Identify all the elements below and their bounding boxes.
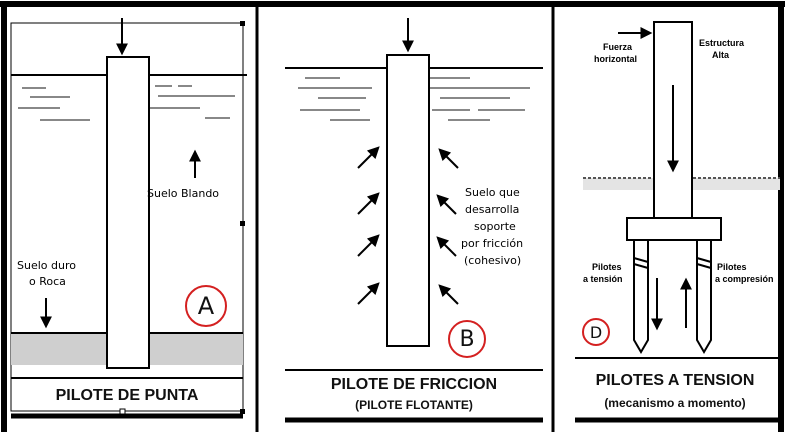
tension-pile	[633, 239, 649, 354]
subcaption-d: (mecanismo a momento)	[604, 396, 746, 410]
label-compression-1: Pilotes	[717, 262, 747, 272]
badge-a: A	[185, 285, 227, 327]
pile-cap	[626, 217, 722, 241]
label-tension-2: a tensión	[583, 274, 623, 284]
compression-pile	[696, 239, 712, 354]
label-friction-4: por fricción	[461, 237, 524, 250]
label-structure-1: Estructura	[699, 38, 745, 48]
caption-d: PILOTES A TENSION	[595, 372, 755, 389]
subcaption-b: (PILOTE FLOTANTE)	[355, 398, 473, 412]
caption-b: PILOTE DE FRICCION	[330, 376, 498, 393]
label-structure-2: Alta	[712, 50, 730, 60]
label-friction-1: Suelo que	[465, 186, 520, 199]
label-friction-5: (cohesivo)	[464, 254, 522, 267]
caption-a: PILOTE DE PUNTA	[55, 387, 199, 404]
label-tension-1: Pilotes	[592, 262, 622, 272]
label-compression-2: a compresión	[715, 274, 774, 284]
badge-d: D	[582, 318, 610, 346]
label-friction-3: soporte	[474, 220, 516, 233]
friction-arrows-right	[436, 148, 459, 305]
badge-b: B	[448, 320, 486, 358]
soft-soil-hatching	[18, 85, 235, 121]
panel-b	[285, 18, 543, 423]
label-force-1: Fuerza	[603, 42, 633, 52]
friction-arrows-left	[357, 146, 380, 305]
panel-d	[575, 21, 780, 423]
panel-a	[10, 18, 247, 419]
soil-hatching	[298, 77, 530, 121]
label-hard-soil-line2: o Roca	[29, 275, 66, 288]
pile	[386, 54, 430, 347]
label-force-2: horizontal	[594, 54, 637, 64]
label-hard-soil-line1: Suelo duro	[17, 259, 76, 272]
label-friction-2: desarrolla	[465, 203, 520, 216]
label-soft-soil: Suelo Blando	[147, 187, 220, 200]
pile	[106, 56, 150, 369]
